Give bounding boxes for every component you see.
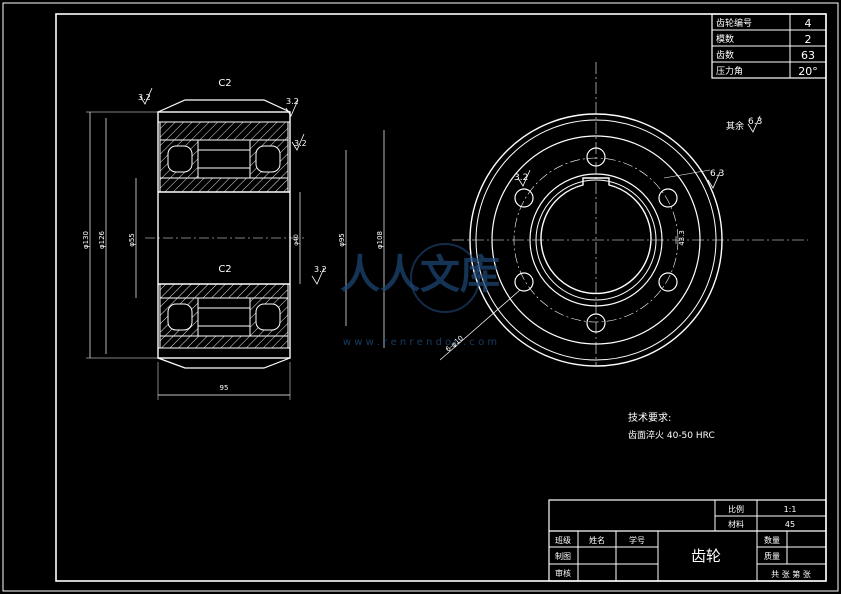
dimension-label: φ55	[128, 233, 136, 247]
material-value: 45	[785, 520, 795, 529]
tech-req-line: 齿面淬火 40-50 HRC	[628, 429, 715, 441]
chamfer-label: C2	[218, 78, 231, 89]
roughness-value: 3.2	[138, 93, 151, 102]
row-label: 班级	[555, 535, 571, 545]
roughness-value: 3.2	[294, 139, 307, 148]
row-label: 审核	[555, 568, 571, 578]
gear-params-table: 齿轮编号 4 模数 2 齿数 63 压力角 20°	[711, 13, 827, 79]
scale-value: 1:1	[784, 505, 797, 514]
mass-label: 质量	[764, 551, 780, 561]
param-label: 齿轮编号	[716, 17, 752, 29]
param-label: 齿数	[716, 49, 734, 61]
front-view	[439, 62, 808, 367]
part-name: 齿轮	[691, 547, 721, 565]
dimension-label: φ40	[293, 234, 300, 246]
other-roughness-label: 其余	[726, 120, 744, 132]
chamfer-label: C2	[218, 264, 231, 275]
dimension-label: φ108	[376, 231, 384, 249]
param-value: 20°	[798, 65, 818, 78]
param-value: 2	[805, 33, 812, 46]
qty-label: 数量	[764, 535, 780, 545]
dimension-label: φ95	[338, 233, 346, 247]
dimension-label: φ126	[98, 230, 106, 249]
tech-req-title: 技术要求:	[628, 411, 671, 424]
section-view	[86, 87, 385, 400]
dimension-label: 95	[220, 384, 229, 392]
sheet-info: 共 张 第 张	[771, 569, 811, 579]
roughness-value: 3.2	[286, 97, 299, 106]
param-value: 63	[801, 49, 815, 62]
watermark-logo	[410, 243, 480, 313]
name-label: 姓名	[589, 535, 605, 545]
inner-frame	[55, 13, 827, 582]
roughness-value: 6.3	[710, 169, 724, 179]
title-block	[548, 499, 827, 582]
scale-label: 比例	[728, 504, 744, 514]
param-value: 4	[805, 17, 812, 30]
param-label: 模数	[716, 33, 734, 45]
dimension-label: φ130	[82, 231, 90, 249]
param-label: 压力角	[716, 65, 743, 77]
material-label: 材料	[728, 519, 744, 529]
id-label: 学号	[629, 535, 645, 545]
watermark-url: w w w . r e n r e n d o c . c o m	[343, 337, 497, 348]
roughness-value: 6.3	[748, 117, 762, 127]
dimension-label: 43.3	[678, 230, 686, 246]
roughness-value: 3.2	[514, 173, 528, 183]
row-label: 制图	[555, 551, 571, 561]
roughness-value: 3.2	[314, 265, 327, 274]
